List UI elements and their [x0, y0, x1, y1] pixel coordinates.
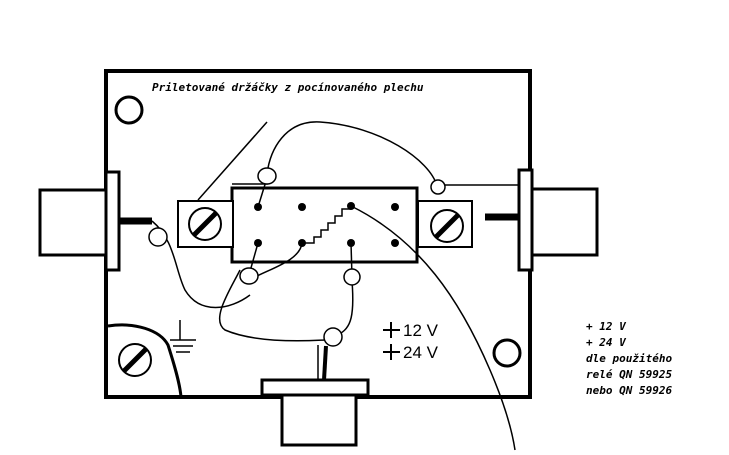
- right-coax-connector: [485, 168, 599, 272]
- relay-pins: [254, 202, 399, 247]
- left-coax-connector: [38, 170, 152, 272]
- bottom-coax-connector: [260, 378, 370, 447]
- ground-symbol: [170, 320, 196, 353]
- right-terminal-bracket: [417, 200, 473, 248]
- note-line-5: nebo QN 59926: [586, 384, 672, 397]
- relay-note: + 12 V + 24 V dle použitého relé QN 5992…: [586, 320, 672, 397]
- solder-joints: [148, 167, 446, 347]
- mounting-hole-bottom-right: [492, 338, 522, 368]
- voltage-12-label: 12 V: [383, 321, 439, 340]
- svg-text:12 V: 12 V: [403, 321, 439, 340]
- note-line-2: + 24 V: [586, 336, 627, 349]
- note-line-3: dle použitého: [586, 352, 672, 365]
- voltage-24-label: 24 V: [383, 343, 439, 362]
- mounting-hole-top-left: [114, 95, 144, 125]
- left-terminal-bracket: [177, 200, 234, 248]
- bracket-caption: Priletované držáčky z pocínovaného plech…: [152, 81, 424, 94]
- svg-text:24 V: 24 V: [403, 343, 439, 362]
- ground-screw: [118, 343, 152, 377]
- relay-internal-switch: [302, 208, 351, 244]
- note-line-1: + 12 V: [586, 320, 627, 333]
- note-line-4: relé QN 59925: [586, 368, 672, 381]
